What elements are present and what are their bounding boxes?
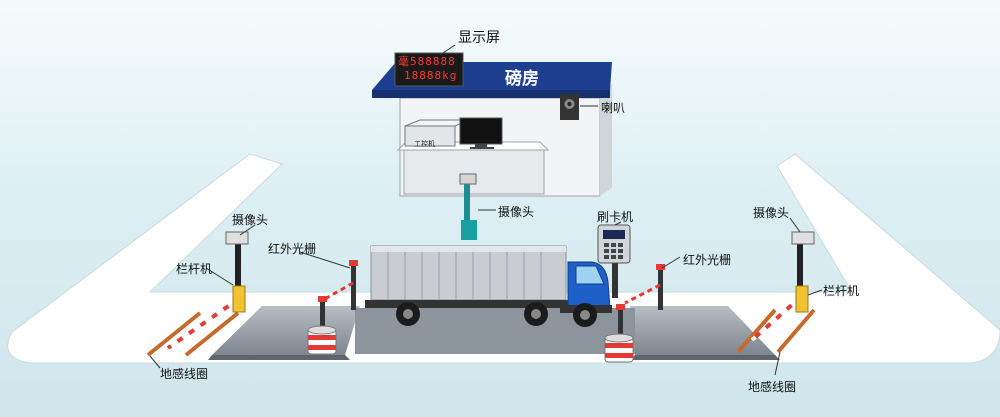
card-reader	[597, 224, 631, 298]
label-camera-center: 摄像头	[498, 205, 535, 219]
platform	[7, 153, 1000, 364]
ir-grating-left	[318, 260, 358, 330]
camera-center-body	[459, 173, 477, 185]
ir-grating-right	[616, 264, 665, 338]
weigh-house	[372, 52, 612, 240]
label-card-reader: 刷卡机	[597, 210, 634, 224]
label-barrier-left: 栏杆机	[176, 262, 213, 276]
plate-edge-right	[630, 355, 780, 360]
plate-edge-left	[208, 355, 350, 360]
ground-loop-right	[736, 308, 816, 354]
led-display	[394, 52, 464, 87]
scale-plate-right	[630, 306, 775, 355]
barrier-right	[750, 285, 809, 342]
label-ir-right: 红外光栅	[683, 253, 732, 267]
safety-barrel-left	[307, 325, 337, 355]
truck	[365, 245, 612, 327]
weigh-house-title: 磅房	[505, 69, 539, 89]
label-speaker: 喇叭	[601, 101, 626, 115]
industrial-pc-label: 工控机	[414, 140, 435, 148]
led-display-line2: 18888kg	[404, 69, 458, 82]
camera-center-post	[461, 220, 477, 240]
monitor	[459, 117, 503, 145]
label-barrier-right: 栏杆机	[823, 284, 860, 298]
label-loop-right: 地感线圈	[748, 380, 797, 394]
label-display: 显示屏	[458, 30, 500, 46]
safety-barrel-right	[604, 333, 634, 363]
label-ir-left: 红外光栅	[268, 242, 317, 256]
led-display-line1: 毫588888	[398, 55, 456, 68]
label-camera-right: 摄像头	[753, 206, 790, 220]
label-camera-left: 摄像头	[232, 213, 269, 227]
ground-loop-left	[146, 311, 240, 357]
camera-left	[225, 231, 249, 292]
barrier-left	[166, 285, 246, 350]
label-loop-left: 地感线圈	[160, 367, 209, 381]
camera-right	[791, 231, 815, 292]
leader-lines	[149, 44, 823, 376]
